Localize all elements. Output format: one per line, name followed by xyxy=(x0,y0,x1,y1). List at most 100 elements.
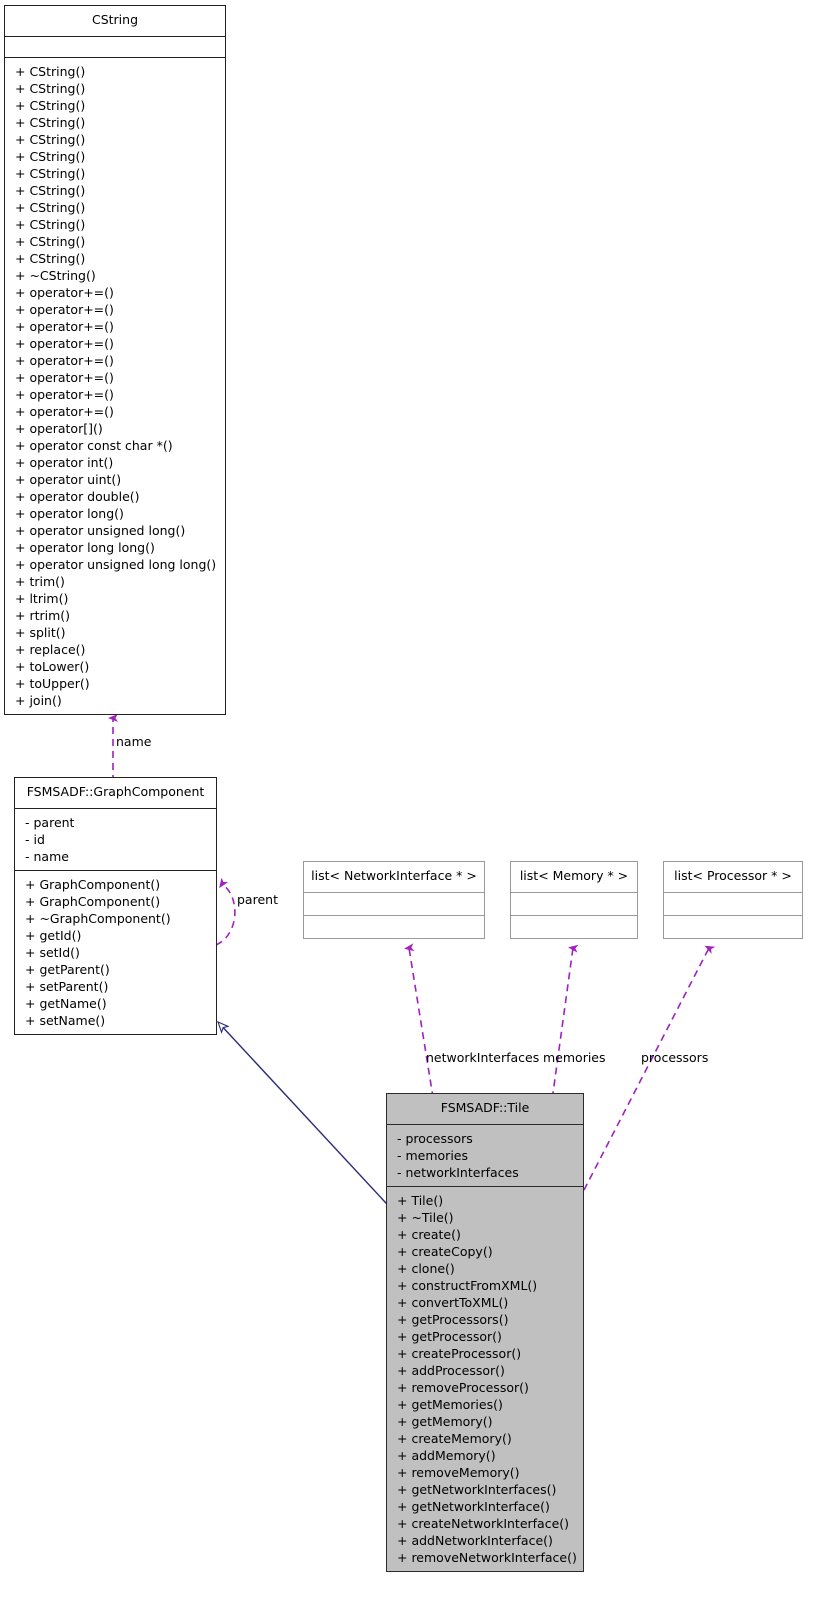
method-row: + CString() xyxy=(15,250,86,266)
method-row: + createProcessor() xyxy=(397,1345,522,1361)
class-title-list-memory: list< Memory * > xyxy=(519,868,629,883)
class-methods-tile: + Tile() + ~Tile() + create() + createCo… xyxy=(387,1187,583,1571)
method-row: + ltrim() xyxy=(15,590,69,606)
method-row: + operator+=() xyxy=(15,301,114,317)
method-row: + operator int() xyxy=(15,454,114,470)
edge-parent xyxy=(215,877,236,946)
method-row: + CString() xyxy=(15,63,86,79)
method-row: + operator unsigned long() xyxy=(15,522,186,538)
class-box-list-memory[interactable]: list< Memory * > xyxy=(510,861,638,939)
class-title-tile: FSMSADF::Tile xyxy=(440,1100,530,1115)
class-attributes-list-processor xyxy=(664,893,802,915)
method-row: + join() xyxy=(15,692,62,708)
method-row: + clone() xyxy=(397,1260,455,1276)
attribute-row: - parent xyxy=(25,814,75,830)
method-row: + replace() xyxy=(15,641,86,657)
class-attributes-graphcomponent: - parent - id - name xyxy=(15,809,216,870)
method-row: + operator unsigned long long() xyxy=(15,556,217,572)
edge-inheritance xyxy=(218,1022,399,1217)
method-row: + operator+=() xyxy=(15,386,114,402)
method-row: + getNetworkInterfaces() xyxy=(397,1481,557,1497)
method-row: + CString() xyxy=(15,148,86,164)
divider xyxy=(5,35,225,37)
method-row: + createNetworkInterface() xyxy=(397,1515,570,1531)
attribute-row: - networkInterfaces xyxy=(397,1164,519,1180)
method-row: + operator long long() xyxy=(15,539,155,555)
class-methods-list-networkinterface xyxy=(304,916,484,938)
method-row: + addNetworkInterface() xyxy=(397,1532,553,1548)
class-box-tile[interactable]: FSMSADF::Tile - processors - memories - … xyxy=(386,1093,584,1572)
method-row: + CString() xyxy=(15,216,86,232)
divider xyxy=(15,807,216,809)
class-methods-list-processor xyxy=(664,916,802,938)
class-methods-cstring: + CString() + CString() + CString() + CS… xyxy=(5,58,225,714)
method-row: + addMemory() xyxy=(397,1447,496,1463)
divider xyxy=(664,891,802,893)
edge-label-name: name xyxy=(116,734,152,749)
method-row: + operator+=() xyxy=(15,318,114,334)
method-row: + createCopy() xyxy=(397,1243,493,1259)
method-row: + create() xyxy=(397,1226,461,1242)
method-row: + operator+=() xyxy=(15,403,114,419)
method-row: + getName() xyxy=(25,995,107,1011)
edge-label-parent: parent xyxy=(237,892,278,907)
method-row: + getNetworkInterface() xyxy=(397,1498,550,1514)
method-row: + operator uint() xyxy=(15,471,122,487)
class-title-list-processor: list< Processor * > xyxy=(674,868,792,883)
class-attributes-list-memory xyxy=(511,893,637,915)
class-attributes-tile: - processors - memories - networkInterfa… xyxy=(387,1125,583,1186)
class-box-graphcomponent[interactable]: FSMSADF::GraphComponent - parent - id - … xyxy=(14,777,217,1035)
method-row: + ~GraphComponent() xyxy=(25,910,171,926)
method-row: + getMemory() xyxy=(397,1413,493,1429)
method-row: + getProcessor() xyxy=(397,1328,502,1344)
method-row: + GraphComponent() xyxy=(25,876,161,892)
class-title-graphcomponent: FSMSADF::GraphComponent xyxy=(26,784,205,799)
method-row: + CString() xyxy=(15,97,86,113)
class-title-cstring: CString xyxy=(91,12,139,27)
method-row: + operator+=() xyxy=(15,284,114,300)
edge-label-networkinterfaces: networkInterfaces xyxy=(426,1050,540,1065)
divider xyxy=(511,914,637,916)
attribute-row: - id xyxy=(25,831,45,847)
method-row: + removeProcessor() xyxy=(397,1379,529,1395)
method-row: + CString() xyxy=(15,131,86,147)
method-row: + GraphComponent() xyxy=(25,893,161,909)
method-row: + rtrim() xyxy=(15,607,71,623)
method-row: + operator+=() xyxy=(15,369,114,385)
method-row: + getId() xyxy=(25,927,82,943)
method-row: + CString() xyxy=(15,165,86,181)
class-box-list-networkinterface[interactable]: list< NetworkInterface * > xyxy=(303,861,485,939)
divider xyxy=(5,56,225,58)
method-row: + CString() xyxy=(15,233,86,249)
divider xyxy=(387,1123,583,1125)
method-row: + CString() xyxy=(15,80,86,96)
class-methods-list-memory xyxy=(511,916,637,938)
method-row: + removeMemory() xyxy=(397,1464,520,1480)
divider xyxy=(387,1185,583,1187)
class-methods-graphcomponent: + GraphComponent() + GraphComponent() + … xyxy=(15,871,216,1034)
divider xyxy=(304,891,484,893)
method-row: + ~CString() xyxy=(15,267,96,283)
method-row: + addProcessor() xyxy=(397,1362,505,1378)
method-row: + convertToXML() xyxy=(397,1294,509,1310)
method-row: + operator long() xyxy=(15,505,124,521)
attribute-row: - memories xyxy=(397,1147,468,1163)
method-row: + getParent() xyxy=(25,961,110,977)
attribute-row: - name xyxy=(25,848,69,864)
method-row: + getProcessors() xyxy=(397,1311,509,1327)
method-row: + ~Tile() xyxy=(397,1209,454,1225)
method-row: + CString() xyxy=(15,114,86,130)
edge-label-processors: processors xyxy=(641,1050,709,1065)
divider xyxy=(511,891,637,893)
class-attributes-cstring xyxy=(5,37,225,57)
method-row: + setId() xyxy=(25,944,80,960)
method-row: + removeNetworkInterface() xyxy=(397,1549,577,1565)
method-row: + createMemory() xyxy=(397,1430,512,1446)
class-box-list-processor[interactable]: list< Processor * > xyxy=(663,861,803,939)
class-box-cstring[interactable]: CString + CString() + CString() + CStrin… xyxy=(4,5,226,715)
method-row: + toLower() xyxy=(15,658,90,674)
class-title-list-networkinterface: list< NetworkInterface * > xyxy=(311,868,477,883)
method-row: + constructFromXML() xyxy=(397,1277,538,1293)
method-row: + operator+=() xyxy=(15,335,114,351)
